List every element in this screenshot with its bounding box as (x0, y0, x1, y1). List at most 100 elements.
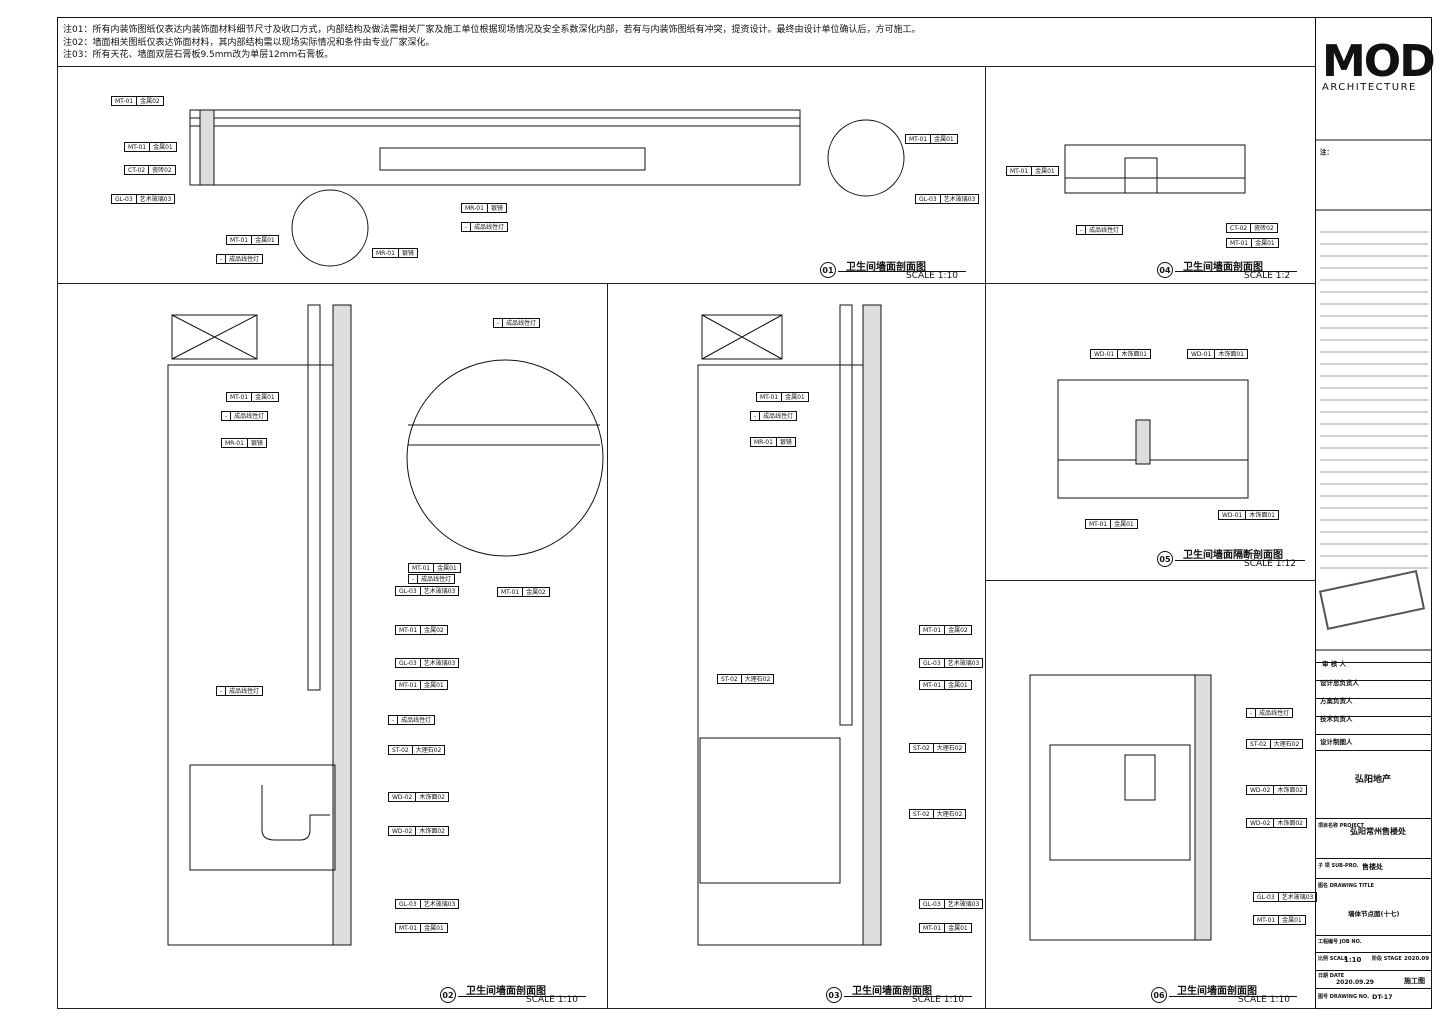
material-tag: -成品线性灯 (216, 686, 264, 696)
s01-detail-circle (291, 189, 369, 267)
s01-detail-circle (827, 119, 905, 197)
s06-wall-hatch (1194, 674, 1212, 941)
s02-mirror-frame (307, 304, 321, 691)
tb-note-head: 注： (1320, 148, 1333, 156)
s06-vanity (1049, 744, 1191, 861)
tb-design-lead: 设计总负责人 (1320, 679, 1359, 687)
note-03: 注03：所有天花、墙面双层石膏板9.5mm改为单层12mm石膏板。 (63, 50, 334, 60)
section-number-01: 01 (820, 262, 836, 278)
tb-project-value: 弘阳常州售楼处 (1350, 827, 1406, 836)
section-scale-01: SCALE 1:10 (906, 271, 958, 281)
tb-row-line (1316, 750, 1432, 751)
s02-detail-circle (406, 359, 604, 557)
material-tag: -成品线性灯 (750, 411, 798, 421)
section-title-05: 卫生间墙面隔断剖面图 (1183, 550, 1283, 561)
tb-drafter: 设计制图人 (1320, 738, 1353, 746)
tb-stage-value: 施工图 (1404, 977, 1425, 985)
section-title-02: 卫生间墙面剖面图 (466, 986, 546, 997)
tb-client-value: 弘阳地产 (1355, 775, 1392, 785)
section-number-03: 03 (826, 987, 842, 1003)
material-tag: -成品线性灯 (493, 318, 541, 328)
s02-ceiling-x (171, 314, 258, 360)
s05-outline (1057, 379, 1249, 499)
s06-drain-box (1124, 754, 1156, 801)
section-title-06: 卫生间墙面剖面图 (1177, 986, 1257, 997)
s01-mirror (379, 147, 646, 171)
tb-scheme-lead: 方案负责人 (1320, 697, 1353, 705)
tb-job-label: 工程编号 JOB NO. (1318, 939, 1362, 945)
tb-row-line (1316, 952, 1432, 953)
s02-vanity (189, 764, 336, 871)
section-title-01: 卫生间墙面剖面图 (846, 262, 926, 273)
title-underline (1175, 560, 1305, 561)
tb-tech-lead: 技术负责人 (1320, 715, 1353, 723)
tb-row-line (1316, 818, 1432, 819)
tb-row-line (1316, 716, 1432, 717)
tb-row-line (1316, 680, 1432, 681)
tb-reviewer: 审 核 人 (1322, 660, 1347, 668)
company-logo-subtitle: ARCHITECTURE (1322, 82, 1417, 93)
tb-row-line (1316, 935, 1432, 936)
section-scale-02: SCALE 1:10 (526, 995, 578, 1005)
s03-vanity (699, 737, 841, 884)
tb-row-line (1316, 698, 1432, 699)
tb-sub-value: 售楼处 (1362, 863, 1383, 871)
title-underline (1175, 271, 1297, 272)
tb-row-line (1316, 970, 1432, 971)
section-number-06: 06 (1151, 987, 1167, 1003)
material-tag: -成品线性灯 (388, 715, 436, 725)
s02-ceiling-box (171, 314, 258, 360)
material-tag: -成品线性灯 (1246, 708, 1294, 718)
panel-section-03 (607, 283, 986, 1009)
tb-drawing-title-label: 图名 DRAWING TITLE (1318, 883, 1375, 889)
tb-date-label: 日期 DATE (1318, 973, 1345, 979)
material-tag: -成品线性灯 (1076, 225, 1124, 235)
company-logo: MOD (1322, 36, 1436, 87)
tb-scale-value: 1:10 (1344, 956, 1362, 964)
tb-row-line (1316, 662, 1432, 663)
tb-row-line (1316, 734, 1432, 735)
s04-outline (1064, 144, 1246, 194)
s02-trap-pipe (261, 785, 330, 841)
general-notes: 注01：所有内装饰图纸仅表达内装饰面材料细节尺寸及收口方式，内部结构及做法需相关… (63, 24, 920, 62)
tb-drawing-no-value: DT-17 (1372, 993, 1393, 1001)
section-number-02: 02 (440, 987, 456, 1003)
section-number-04: 04 (1157, 262, 1173, 278)
tb-row-line (1316, 878, 1432, 879)
tb-drawing-no-label: 图号 DRAWING NO. (1318, 994, 1370, 1000)
material-tag: -成品线性灯 (408, 574, 456, 584)
section-title-04: 卫生间墙面剖面图 (1183, 262, 1263, 273)
tb-row-line (1316, 858, 1432, 859)
tb-year-value: 2020.09 (1404, 956, 1430, 962)
